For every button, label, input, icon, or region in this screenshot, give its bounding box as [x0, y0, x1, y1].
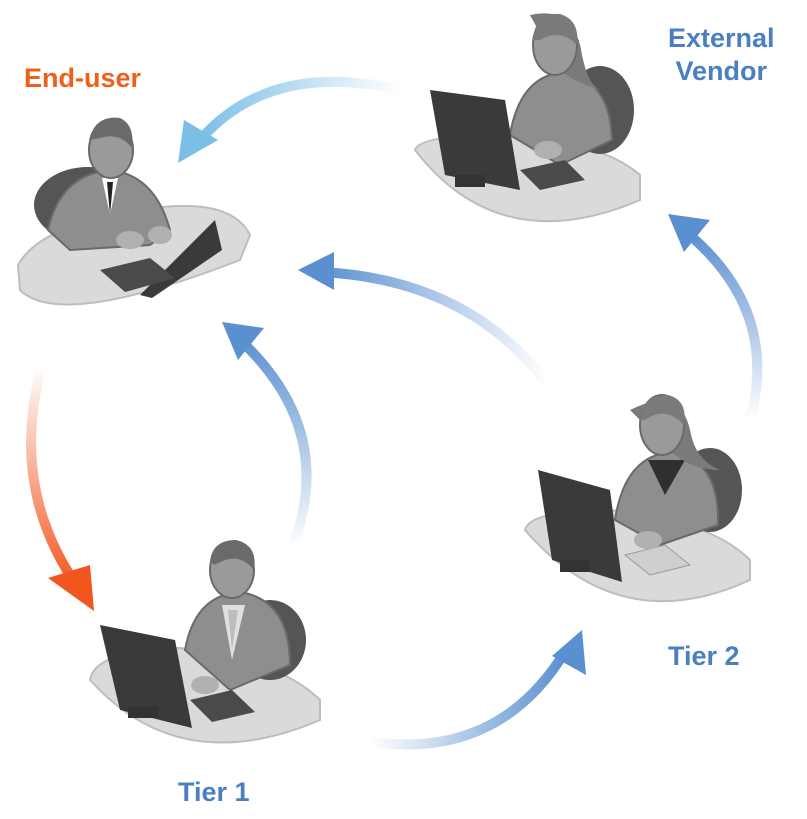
end-user-workstation — [16, 117, 252, 306]
external-vendor-label: External Vendor — [668, 22, 775, 88]
monitor-screen — [100, 625, 192, 728]
arrow-tier2-to-end-user — [298, 252, 553, 388]
monitor-screen — [430, 90, 520, 190]
arrow-end-user-to-tier1 — [26, 363, 94, 611]
tier2-label: Tier 2 — [668, 641, 740, 671]
monitor-screen — [538, 470, 622, 582]
external-vendor-label-line1: External — [668, 23, 775, 53]
arrow-external-vendor-to-end-user — [178, 76, 402, 163]
tier1-label: Tier 1 — [178, 777, 250, 807]
arrow-tier1-to-end-user — [222, 322, 312, 550]
keyboard — [190, 690, 255, 722]
keyboard — [100, 258, 175, 292]
keyboard — [520, 160, 585, 190]
arrow-tier2-to-external-vendor — [668, 214, 763, 422]
external-vendor-label-line2: Vendor — [675, 56, 768, 86]
external-vendor-workstation — [413, 13, 641, 223]
end-user-label: End-user — [24, 63, 142, 93]
tier2-workstation — [523, 394, 751, 603]
tier1-workstation — [88, 540, 321, 744]
arrow-tier1-to-tier2 — [369, 630, 586, 750]
